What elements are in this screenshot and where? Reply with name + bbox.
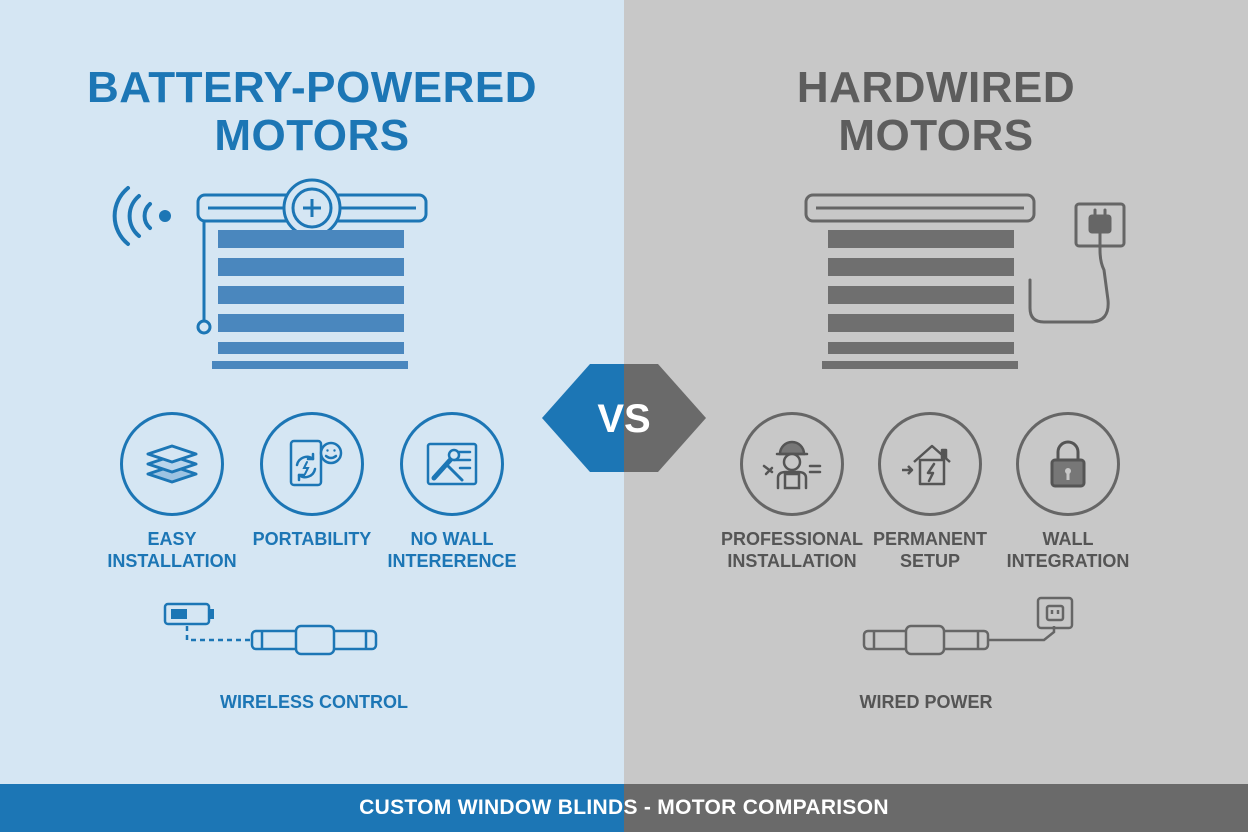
feature-label-line2: INTERERENCE <box>387 551 517 571</box>
house-power-icon <box>902 444 951 486</box>
battery-title-line1: BATTERY-POWERED <box>87 63 537 112</box>
vs-arrows-badge: VS <box>542 364 706 472</box>
footer-bar: CUSTOM WINDOW BLINDS - MOTOR COMPARISON <box>0 784 1248 832</box>
feature-label: PERMANENT SETUP <box>855 528 1005 572</box>
wired-power-label: WIRED POWER <box>859 692 993 712</box>
feature-professional-installation: PROFESSIONAL INSTALLATION <box>717 412 867 572</box>
feature-circle <box>1016 412 1120 516</box>
worker-icon <box>762 440 822 490</box>
feature-label-line2: INSTALLATION <box>727 551 857 571</box>
footer-left-band <box>0 784 624 832</box>
feature-label-line2: SETUP <box>899 551 960 571</box>
wall-plug-icon <box>1028 202 1126 324</box>
wireless-control-label: WIRELESS CONTROL <box>220 692 408 712</box>
feature-label-line2: INSTALLATION <box>107 551 237 571</box>
blind-slats <box>822 230 1018 369</box>
feature-label: WALL INTEGRATION <box>993 528 1143 572</box>
hardwired-title: HARDWIRED MOTORS <box>624 64 1248 160</box>
feature-permanent-setup: PERMANENT SETUP <box>855 412 1005 572</box>
tools-checklist-icon <box>426 442 478 486</box>
feature-label-line1: NO WALL <box>410 529 494 549</box>
blind-slats <box>212 230 408 369</box>
hardwired-blind-illustration <box>804 193 1126 656</box>
feature-circle <box>400 412 504 516</box>
battery-blind-illustration <box>112 178 428 656</box>
feature-label: NO WALL INTERERENCE <box>377 528 527 572</box>
feature-label-line1: PERMANENT <box>872 529 987 549</box>
portability-icon <box>289 439 343 487</box>
feature-circle <box>260 412 364 516</box>
footer-right-band <box>624 784 1248 832</box>
hardwired-title-line2: MOTORS <box>838 111 1034 160</box>
battery-panel: BATTERY-POWERED MOTORS <box>0 0 624 784</box>
wireless-signal-icon <box>112 186 171 246</box>
feature-label: PORTABILITY <box>237 528 387 550</box>
left-arrow-icon <box>542 364 624 472</box>
blind-headrail <box>804 193 1036 223</box>
pull-cord <box>196 221 212 335</box>
right-arrow-icon <box>624 364 706 472</box>
feature-circle <box>878 412 982 516</box>
feature-label-line2: INTEGRATION <box>1006 551 1130 571</box>
battery-tube-diagram <box>163 602 378 656</box>
feature-wall-integration: WALL INTEGRATION <box>993 412 1143 572</box>
lock-icon <box>1050 440 1086 488</box>
feature-label: PROFESSIONAL INSTALLATION <box>717 528 867 572</box>
feature-easy-installation: EASY INSTALLATION <box>97 412 247 572</box>
wired-tube-diagram <box>862 596 1074 656</box>
feature-label-line1: WALL <box>1042 529 1094 549</box>
feature-no-wall-interference: NO WALL INTERERENCE <box>377 412 527 572</box>
hardwired-panel: HARDWIRED MOTORS <box>624 0 1248 784</box>
feature-label-line1: EASY <box>147 529 197 549</box>
hardwired-title-line1: HARDWIRED <box>796 63 1076 112</box>
wall-outlet-icon <box>1036 596 1074 630</box>
battery-title-line2: MOTORS <box>214 111 410 160</box>
footer-title: CUSTOM WINDOW BLINDS - MOTOR COMPARISON <box>359 796 889 819</box>
feature-label-line1: PROFESSIONAL <box>720 529 863 549</box>
battery-title: BATTERY-POWERED MOTORS <box>0 64 624 160</box>
vs-label: VS <box>597 397 650 441</box>
feature-circle <box>120 412 224 516</box>
feature-label: EASY INSTALLATION <box>97 528 247 572</box>
layers-icon <box>146 444 198 484</box>
battery-motor-icon <box>282 178 342 238</box>
feature-circle <box>740 412 844 516</box>
feature-portability: PORTABILITY <box>237 412 387 550</box>
feature-label-line1: PORTABILITY <box>252 529 372 549</box>
